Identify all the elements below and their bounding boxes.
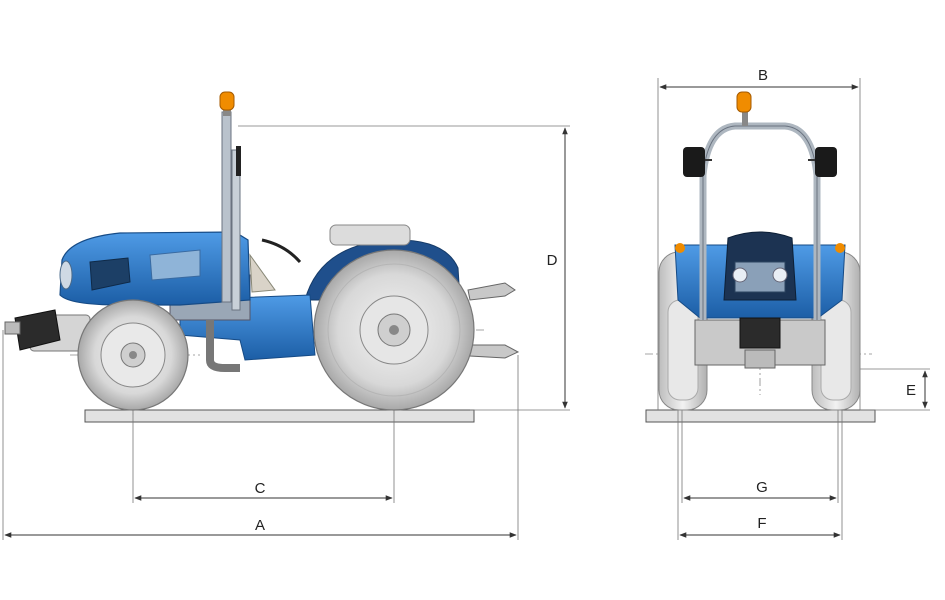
dimension-label-b: B [758, 67, 768, 84]
dimension-label-e: E [906, 382, 916, 399]
seat [329, 224, 411, 246]
front-ballast [4, 309, 91, 352]
dimension-label-g: G [756, 479, 768, 496]
ground-plate-front [645, 409, 876, 423]
right-mirror [815, 147, 837, 177]
rear-wheel-side [313, 249, 475, 411]
front-wheel-side [77, 299, 189, 411]
side-view: A C D [2, 91, 570, 540]
front-view: B G F E [645, 67, 930, 540]
dimension-label-f: F [757, 515, 766, 532]
steering-wheel [261, 238, 302, 264]
ground-plate [84, 409, 475, 423]
dimension-label-a: A [255, 517, 265, 534]
dimension-label-d: D [547, 252, 558, 269]
beacon-light-side [219, 91, 235, 116]
dimension-label-c: C [255, 480, 266, 497]
rops-frame [221, 111, 241, 311]
rear-hitch [467, 282, 520, 359]
beacon-light-front [736, 91, 752, 126]
left-mirror [683, 147, 705, 177]
